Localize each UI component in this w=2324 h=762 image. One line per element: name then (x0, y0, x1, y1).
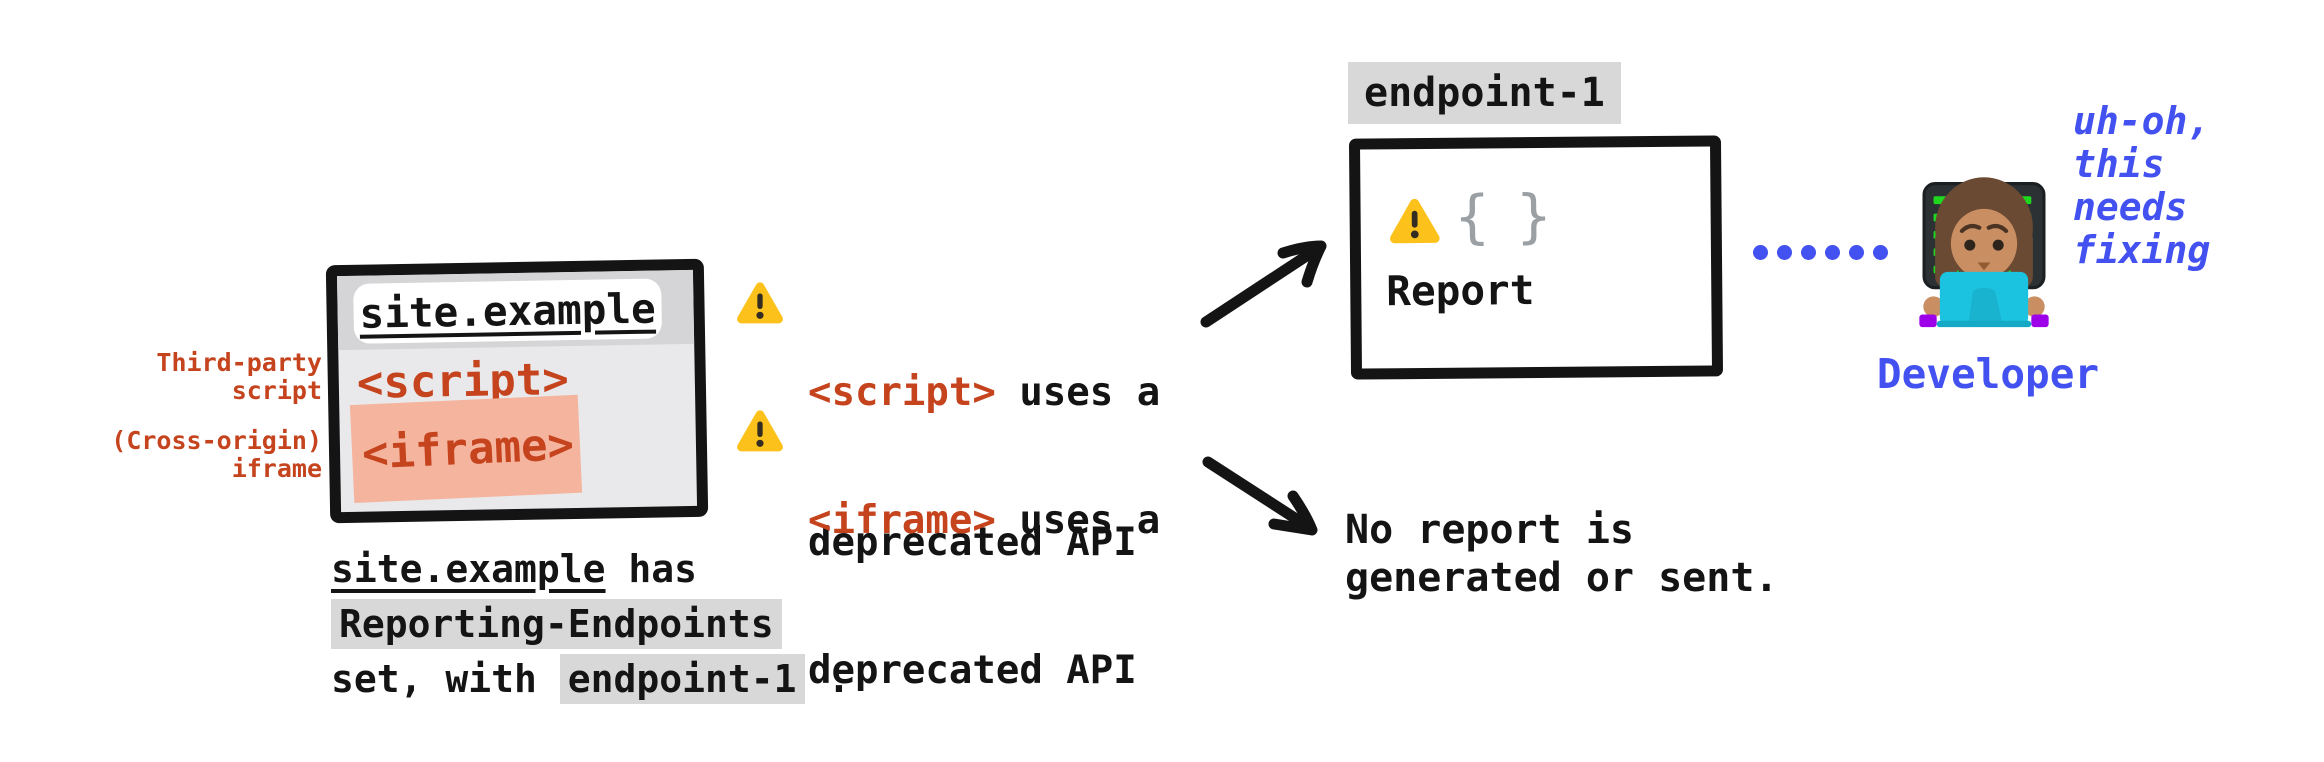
iframe-warning-tag: <iframe> (808, 498, 996, 543)
script-warning-line2: deprecated API (808, 520, 1137, 565)
dot (1825, 245, 1840, 260)
window-caption: site.example has Reporting-Endpoints set… (331, 542, 850, 707)
warning-icon (1387, 193, 1441, 247)
arrow-script-to-endpoint (1200, 240, 1327, 328)
script-warning-tag: <script> (808, 370, 996, 415)
endpoint-label: endpoint-1 (1348, 62, 1621, 124)
cross-origin-iframe-label: (Cross-origin) iframe (111, 426, 322, 483)
caption-endpoint-name: endpoint-1 (559, 654, 805, 704)
dot (1849, 245, 1864, 260)
caption-set-with: set, with (331, 657, 560, 701)
caption-has: has (605, 547, 698, 591)
dot (1753, 245, 1768, 260)
woman-technologist-icon (1902, 174, 2066, 332)
dot (1801, 245, 1816, 260)
script-warning-rest: uses a (995, 370, 1161, 415)
warning-icon (735, 405, 785, 455)
iframe-warning-text: <iframe> uses a deprecated API (808, 396, 1160, 762)
url-bar: site.example (353, 278, 663, 344)
endpoint-report-box: { } Report (1348, 135, 1724, 380)
iframe-warning-line2: deprecated API (808, 648, 1137, 693)
caption-period: . (804, 657, 851, 701)
no-report-text: No report is generated or sent. (1345, 507, 1779, 601)
caption-line-2: Reporting-Endpoints (331, 597, 850, 652)
arrow-iframe-to-noreport (1202, 456, 1318, 536)
developer-label: Developer (1876, 350, 2100, 398)
dotted-connector (1753, 245, 1888, 260)
developer-thought-text: uh-oh, this needs fixing (2073, 99, 2211, 272)
iframe-tag-text: <iframe> (360, 418, 575, 480)
browser-titlebar: site.example (336, 269, 695, 351)
caption-line-3: set, with endpoint-1 . (331, 652, 850, 707)
third-party-script-label: Third-party script (156, 348, 322, 405)
dot (1873, 245, 1888, 260)
dot (1777, 245, 1792, 260)
warning-icon (735, 277, 785, 327)
iframe-warning-rest: uses a (995, 498, 1161, 543)
caption-line-1: site.example has (331, 542, 850, 597)
caption-site-url: site.example (331, 547, 606, 591)
caption-header-name: Reporting-Endpoints (331, 599, 782, 649)
report-label: Report (1386, 266, 1535, 316)
browser-window: site.example <script> <iframe> (325, 258, 709, 524)
iframe-highlight: <iframe> (349, 394, 583, 504)
site-url-text: site.example (359, 284, 657, 338)
script-warning-text: <script> uses a deprecated API (808, 268, 1160, 668)
json-braces-icon: { } (1454, 181, 1548, 251)
